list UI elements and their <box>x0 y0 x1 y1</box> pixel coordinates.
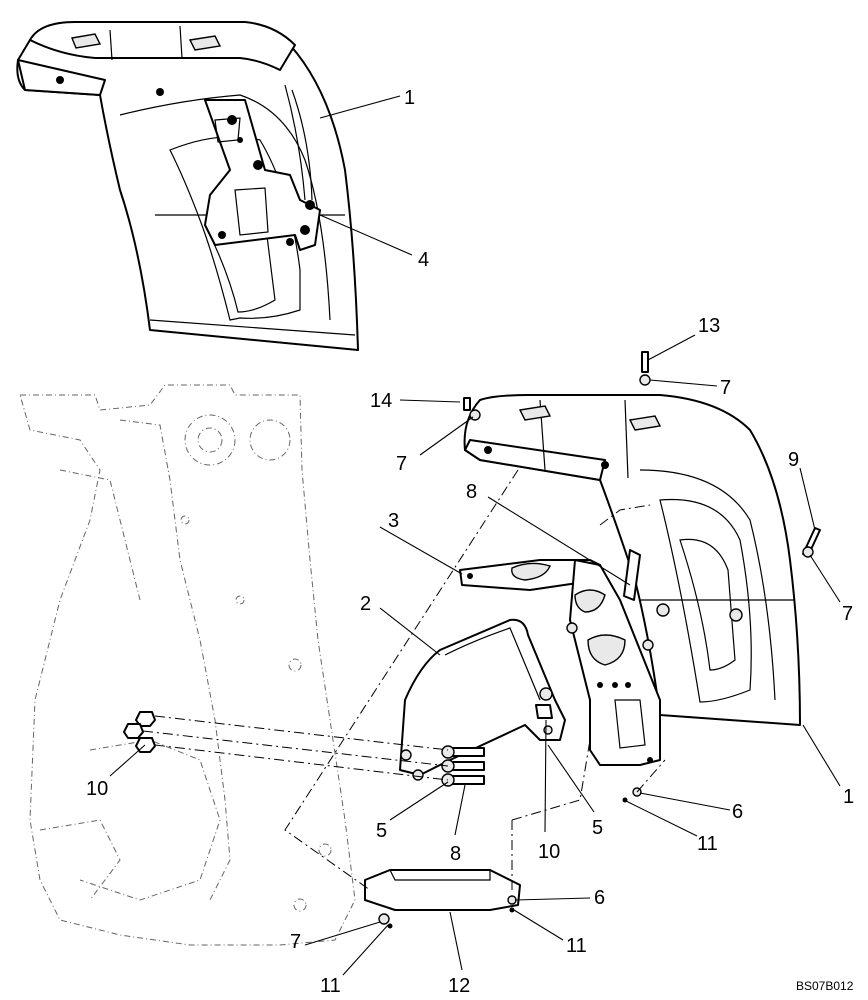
callout-9-pin: 9 <box>788 449 799 471</box>
callout-6-nut-upper: 6 <box>732 801 743 823</box>
fender-upper <box>16 21 359 351</box>
callout-5-washer-right: 5 <box>592 817 603 839</box>
callout-7-washer-mid: 7 <box>396 453 407 475</box>
bolts-and-washers <box>441 687 553 787</box>
bracket-4-mounting-plate <box>204 84 321 251</box>
assembly-lines <box>142 469 666 891</box>
callout-10-nuts-left: 10 <box>86 778 108 800</box>
vertical-mount-plate <box>566 559 661 766</box>
plate-12 <box>364 869 521 925</box>
callout-4-mounting-bracket: 4 <box>418 249 429 271</box>
callout-11-part-a: 11 <box>697 833 718 855</box>
callout-10-nut-mid: 10 <box>538 841 560 863</box>
callout-1-right-fender: 1 <box>843 786 854 808</box>
diagram-code: BS07B012 <box>796 979 854 993</box>
callout-3-support-bar: 3 <box>388 510 399 532</box>
callout-7-washer-bottom: 7 <box>290 931 301 953</box>
callout-14-screw: 14 <box>370 390 392 412</box>
leader-lines <box>109 95 841 976</box>
callout-7-washer-top: 7 <box>720 377 731 399</box>
callout-11-part-c: 11 <box>320 975 341 997</box>
callout-7-washer-right: 7 <box>842 603 853 625</box>
callout-6-nut-lower: 6 <box>594 887 605 909</box>
callout-13-screw: 13 <box>698 315 720 337</box>
callout-11-part-b: 11 <box>566 935 587 957</box>
callout-2-curved-plate: 2 <box>360 593 371 615</box>
callout-5-washer-left: 5 <box>376 820 387 842</box>
callout-8-bolt-upper: 8 <box>466 481 477 503</box>
callout-12-plate: 12 <box>448 975 470 997</box>
callout-labels: 1 4 13 7 14 7 8 9 3 2 7 1 10 5 8 10 5 6 … <box>86 87 854 997</box>
callout-1-upper-fender: 1 <box>404 87 415 109</box>
callout-8-bolt-lower: 8 <box>450 843 461 865</box>
tractor-frame-ghost <box>19 384 356 946</box>
